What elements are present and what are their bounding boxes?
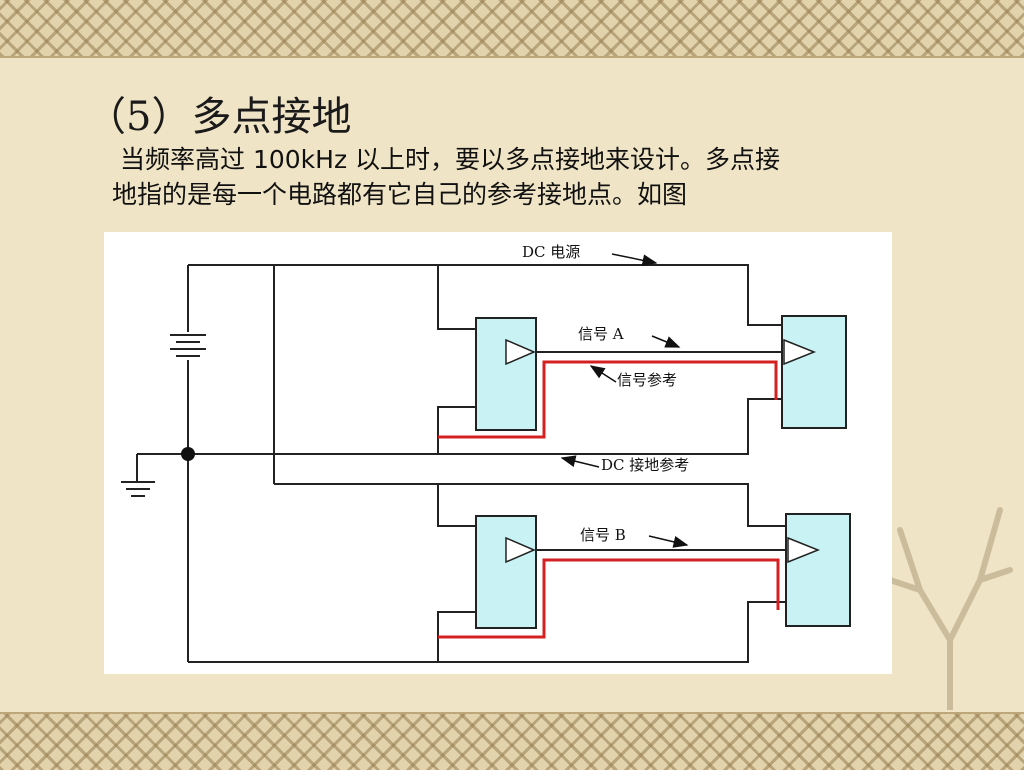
battery-symbol (170, 334, 206, 357)
multipoint-grounding-diagram: DC 电源 信号 A 信号参考 DC 接地参考 信号 B (104, 232, 892, 674)
label-dc-ground-reference: DC 接地参考 (601, 456, 689, 474)
decorative-top-border (0, 0, 1024, 58)
buffer-block-b-right (785, 513, 851, 627)
signal-reference-traces (438, 360, 780, 639)
circuit-wires (136, 264, 786, 663)
label-signal-reference: 信号参考 (617, 371, 677, 389)
ground-junction-dot (181, 447, 195, 461)
label-arrows (560, 253, 689, 548)
label-dc-power: DC 电源 (522, 243, 580, 261)
body-line-2: 地指的是每一个电路都有它自己的参考接地点。如图 (112, 180, 688, 209)
body-line-1: 当频率高过 100kHz 以上时，要以多点接地来设计。多点接 (120, 145, 781, 174)
slide-title: （5）多点接地 (86, 94, 352, 140)
buffer-block-a-right (781, 315, 847, 429)
label-signal-a: 信号 A (578, 325, 624, 343)
label-signal-b: 信号 B (580, 526, 626, 544)
plum-branch-decoration (887, 507, 1013, 710)
ground-symbol (121, 481, 155, 497)
slide-body: 当频率高过 100kHz 以上时，要以多点接地来设计。多点接 地指的是每一个电路… (112, 142, 942, 212)
decorative-bottom-border (0, 712, 1024, 770)
buffer-block-a-left (475, 317, 537, 431)
buffer-block-b-left (475, 515, 537, 629)
